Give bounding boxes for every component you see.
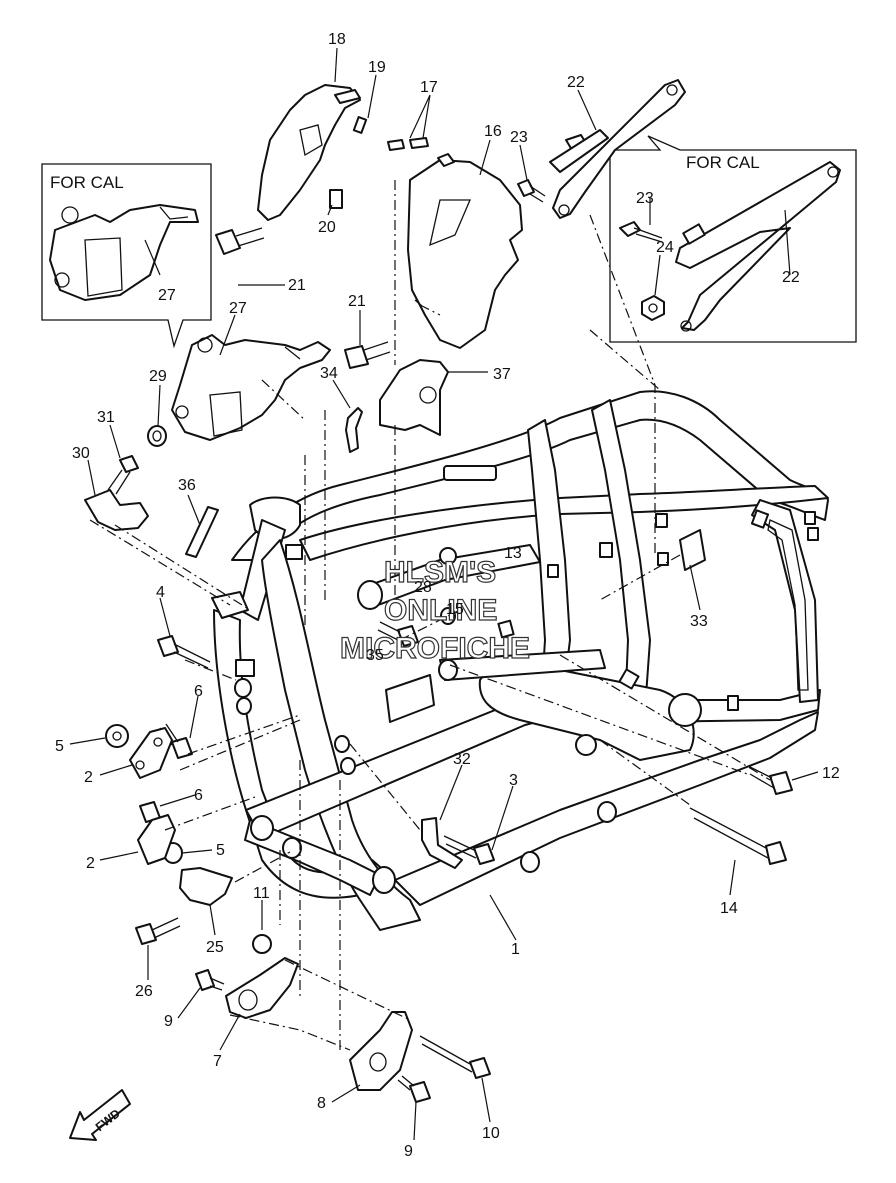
plate-2-upper xyxy=(129,727,173,779)
bolt-23 xyxy=(517,179,546,203)
bolt-3 xyxy=(443,835,495,865)
callout-20: 20 xyxy=(318,219,336,236)
label-35 xyxy=(385,674,435,723)
callout-25: 25 xyxy=(206,939,224,956)
plate-2-lower xyxy=(137,814,176,865)
callout-16: 16 xyxy=(484,123,502,140)
callout-23-inset: 23 xyxy=(636,190,654,207)
callout-27-main: 27 xyxy=(229,300,247,317)
bolt-9-upper xyxy=(195,969,225,991)
cover-16 xyxy=(407,153,523,349)
callout-8: 8 xyxy=(317,1095,326,1112)
main-frame xyxy=(211,390,829,931)
callout-22-inset: 22 xyxy=(782,269,800,286)
bracket-22 xyxy=(549,79,686,219)
callout-13: 13 xyxy=(504,545,522,562)
callout-21-lower: 21 xyxy=(348,293,366,310)
callout-2-lower: 2 xyxy=(86,855,95,872)
callout-18: 18 xyxy=(328,31,346,48)
callout-32: 32 xyxy=(453,751,471,768)
washer-11 xyxy=(252,934,272,954)
inset-label-left: FOR CAL xyxy=(50,173,124,192)
fwd-arrow-icon: FWD xyxy=(69,1089,131,1141)
grommet-29 xyxy=(147,425,167,447)
callout-35: 35 xyxy=(366,647,384,664)
callout-36: 36 xyxy=(178,477,196,494)
strip-36 xyxy=(185,506,219,558)
watermark-line-1: HLSM'S xyxy=(384,556,496,589)
callout-7: 7 xyxy=(213,1053,222,1070)
callout-31: 31 xyxy=(97,409,115,426)
callout-29: 29 xyxy=(149,368,167,385)
clip-34 xyxy=(345,407,363,453)
callout-5-upper: 5 xyxy=(55,738,64,755)
watermark: HLSM'S ONLINE MICROFICHE xyxy=(339,555,530,665)
callout-2-upper: 2 xyxy=(84,769,93,786)
label-17a xyxy=(387,139,405,151)
callout-4: 4 xyxy=(156,584,165,601)
callout-14: 14 xyxy=(720,900,738,917)
callout-12: 12 xyxy=(822,765,840,782)
callout-19: 19 xyxy=(368,59,386,76)
plate-8 xyxy=(349,1011,413,1091)
inset-box-right: FOR CAL xyxy=(609,135,857,343)
callout-22-main: 22 xyxy=(567,74,585,91)
callout-9-upper: 9 xyxy=(164,1013,173,1030)
plate-7 xyxy=(225,957,299,1019)
callout-11: 11 xyxy=(253,885,270,902)
callout-21-upper: 21 xyxy=(288,277,306,294)
callout-15: 15 xyxy=(446,601,464,618)
bolt-14 xyxy=(689,807,787,865)
clamp-30 xyxy=(84,489,149,531)
alignment-lines xyxy=(89,180,771,1051)
callout-3: 3 xyxy=(509,772,518,789)
bolt-28 xyxy=(377,621,419,647)
callout-30: 30 xyxy=(72,445,90,462)
callout-24: 24 xyxy=(656,239,674,256)
clip-37 xyxy=(379,359,449,436)
bolt-10 xyxy=(419,1035,491,1079)
bolt-9-lower xyxy=(397,1075,431,1103)
bracket-25 xyxy=(179,867,233,906)
callout-6-upper: 6 xyxy=(194,683,203,700)
callout-27-inset: 27 xyxy=(158,287,176,304)
bolt-26 xyxy=(135,917,181,945)
callout-34: 34 xyxy=(320,365,338,382)
bracket-32 xyxy=(421,817,463,869)
bolt-21-upper xyxy=(215,227,265,255)
callout-6-lower: 6 xyxy=(194,787,203,804)
part-15 xyxy=(440,607,456,625)
callout-28: 28 xyxy=(414,579,432,596)
callout-10: 10 xyxy=(482,1125,500,1142)
label-17b xyxy=(409,137,429,149)
callout-9-lower: 9 xyxy=(404,1143,413,1160)
watermark-line-3: MICROFICHE xyxy=(340,632,530,665)
bolt-31 xyxy=(107,455,139,495)
part-13 xyxy=(439,547,457,565)
watermark-line-2: ONLINE xyxy=(384,594,497,627)
callout-1: 1 xyxy=(511,941,520,958)
inset-box-left: FOR CAL xyxy=(41,163,212,349)
label-33 xyxy=(679,529,706,571)
callout-numbers: 1 2 2 3 4 5 5 6 6 7 8 9 9 10 11 12 13 14… xyxy=(55,31,840,1160)
leader-lines xyxy=(69,47,819,1141)
callout-5-lower: 5 xyxy=(216,842,225,859)
callout-26: 26 xyxy=(135,983,153,1000)
bracket-18 xyxy=(257,84,368,221)
callout-33: 33 xyxy=(690,613,708,630)
bolt-4 xyxy=(157,635,211,669)
callout-37: 37 xyxy=(493,366,511,383)
inset-label-right: FOR CAL xyxy=(686,153,760,172)
bolt-12 xyxy=(747,765,793,795)
bracket-27 xyxy=(171,334,331,441)
washer-5-upper xyxy=(105,724,129,748)
callout-17: 17 xyxy=(420,79,438,96)
callout-23-main: 23 xyxy=(510,129,528,146)
bolt-21-lower xyxy=(344,341,391,369)
